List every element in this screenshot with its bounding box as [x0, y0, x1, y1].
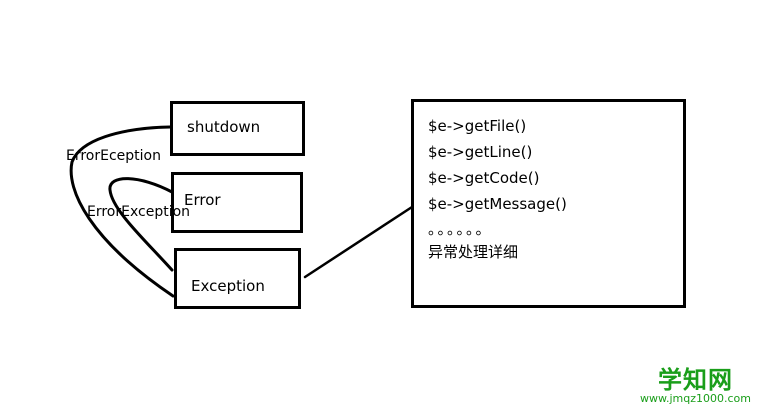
shutdown-label: shutdown	[187, 118, 261, 136]
exception-label: Exception	[191, 277, 265, 295]
detail-line: $e->getLine()	[428, 143, 533, 161]
error-label: Error	[184, 191, 221, 209]
watermark: 学知网 www.jmqz1000.com	[640, 367, 751, 405]
detail-line: $e->getMessage()	[428, 195, 567, 213]
edge-exception-to-details	[303, 205, 414, 279]
detail-ellipsis: 。。。。。。	[428, 220, 493, 238]
edge-shutdown-to-exception	[69, 125, 175, 298]
edge-error-to-exception	[108, 177, 174, 272]
detail-note: 异常处理详细	[428, 243, 519, 261]
detail-line: $e->getFile()	[428, 117, 527, 135]
error-node	[171, 172, 303, 233]
detail-line: $e->getCode()	[428, 169, 540, 187]
edge-label-inner: ErrorException	[87, 204, 191, 220]
exception-node	[174, 248, 301, 309]
watermark-url: www.jmqz1000.com	[640, 392, 751, 405]
exception-details-list: $e->getFile() $e->getLine() $e->getCode(…	[428, 113, 567, 263]
watermark-logo: 学知网	[658, 366, 733, 394]
shutdown-node	[170, 101, 305, 156]
edge-label-outer: ErrorEception	[66, 148, 161, 164]
exception-details-box	[411, 99, 686, 308]
